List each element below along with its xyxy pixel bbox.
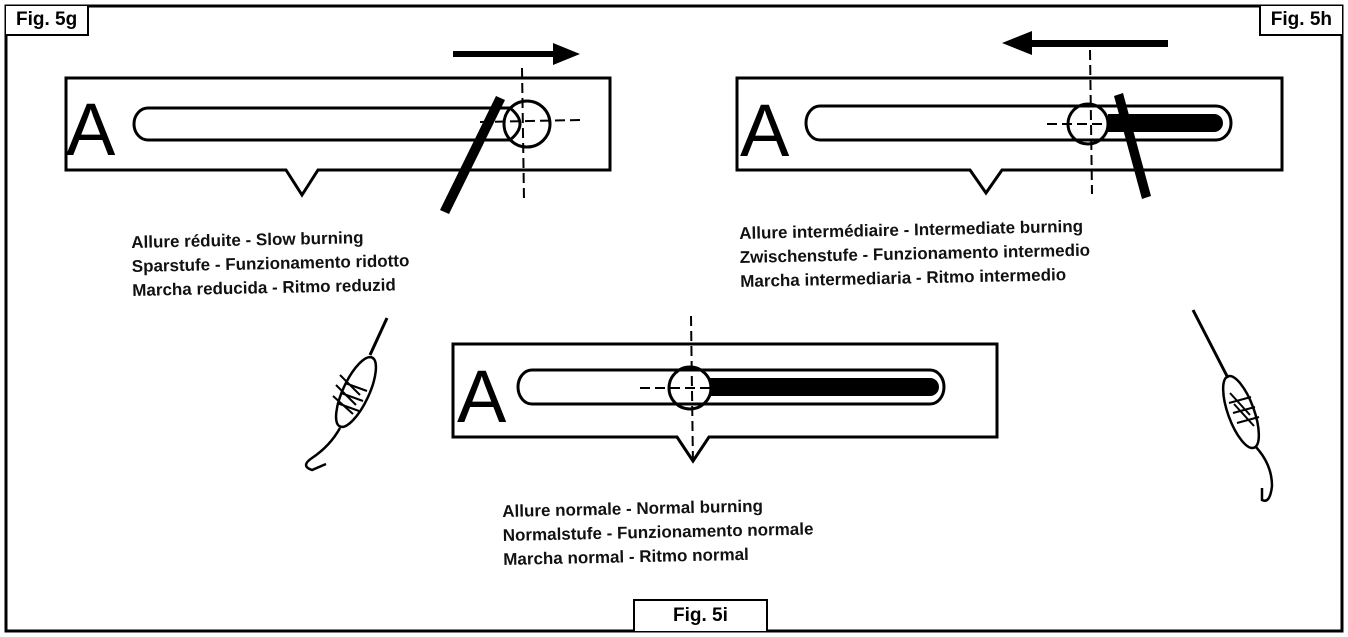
crosshair-icon: [1047, 49, 1128, 195]
fig-5h-slot: [804, 104, 1233, 142]
fig-5h-caption: Allure intermédiaire - Intermediate burn…: [739, 215, 1091, 294]
fig-5g-lever: [440, 96, 505, 214]
fig-5h-illustration: A: [735, 31, 1284, 199]
fig-5i-slot: [516, 368, 946, 406]
fig-5i-caption: Allure normale - Normal burning Normalst…: [502, 493, 814, 571]
poker-tool-icon: [304, 317, 389, 472]
outer-frame: [4, 4, 1344, 633]
fig-5h-plate: [735, 76, 1284, 196]
fig-5i-slot-letter: A: [457, 355, 507, 438]
arrow-left-icon: [1002, 31, 1168, 55]
fig-5i-illustration: A: [451, 315, 999, 467]
fig-5g-plate: [64, 76, 612, 198]
crosshair-icon: [640, 315, 738, 467]
fig-5g-slot: [132, 106, 522, 142]
fig-5i-slot-fill: [710, 378, 939, 396]
fig-5h-label: Fig. 5h: [1258, 6, 1342, 36]
arrow-right-icon: [453, 43, 580, 65]
fig-5h-slot-fill: [1108, 114, 1223, 132]
fig-5g-slot-letter: A: [66, 88, 116, 171]
fig-5i-label: Fig. 5i: [633, 599, 768, 631]
fig-5i-plate: [451, 342, 999, 464]
poker-tool-icon: [1191, 309, 1274, 502]
fig-5g-illustration: A: [64, 43, 612, 214]
fig-5g-label: Fig. 5g: [6, 6, 90, 36]
fig-5g-caption: Allure réduite - Slow burning Sparstufe …: [131, 225, 410, 303]
crosshair-icon: [479, 67, 581, 201]
fig-5h-lever: [1114, 93, 1151, 199]
fig-5h-slot-letter: A: [740, 89, 790, 172]
